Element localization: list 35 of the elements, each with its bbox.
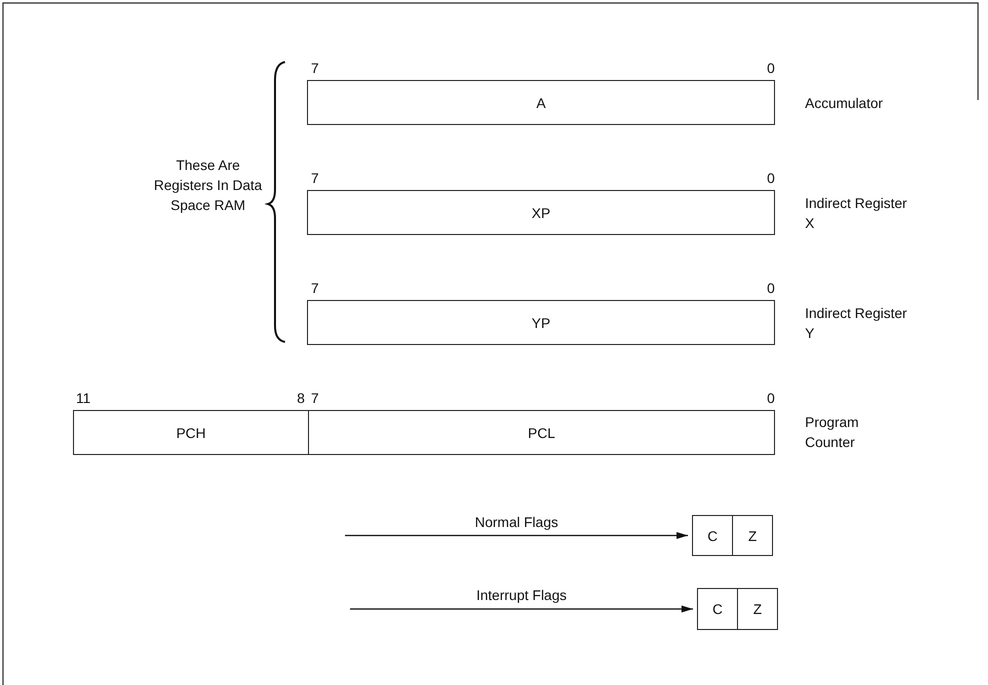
register-name: XP: [532, 204, 550, 220]
register-name: C: [712, 601, 723, 617]
register-description: Indirect Register Y: [805, 304, 908, 342]
register-box: [737, 588, 778, 630]
bit-number: 8: [297, 389, 305, 408]
register-box: [732, 515, 773, 556]
arrow: [350, 606, 693, 612]
bit-number: 0: [767, 279, 775, 298]
register-name: A: [536, 94, 546, 110]
register-box: [308, 410, 775, 455]
register-description: Indirect Register X: [805, 194, 908, 232]
register-name: Z: [753, 601, 762, 617]
register-name: PCL: [528, 424, 556, 440]
register-description: Accumulator: [805, 94, 884, 112]
register-name: PCH: [176, 424, 206, 440]
register-name: C: [707, 528, 718, 544]
register-box: [307, 190, 775, 235]
register-box: [697, 588, 738, 630]
bit-number: 0: [767, 389, 775, 408]
register-description: Program Counter: [805, 413, 860, 452]
register-box: [692, 515, 733, 556]
bit-number: 11: [76, 389, 91, 408]
bit-number: 7: [311, 389, 319, 408]
register-box: [73, 410, 309, 455]
note-text: These Are Registers In Data Space RAM: [152, 156, 264, 215]
arrow: [345, 532, 688, 539]
register-box: [307, 80, 775, 125]
bit-number: 0: [767, 59, 775, 78]
register-box: [307, 300, 775, 345]
register-name: Z: [748, 528, 757, 544]
register-name: YP: [532, 314, 550, 330]
bit-number: 7: [311, 59, 319, 78]
bit-number: 0: [767, 169, 775, 188]
bit-number: 7: [311, 169, 319, 188]
bit-number: 7: [311, 279, 319, 298]
